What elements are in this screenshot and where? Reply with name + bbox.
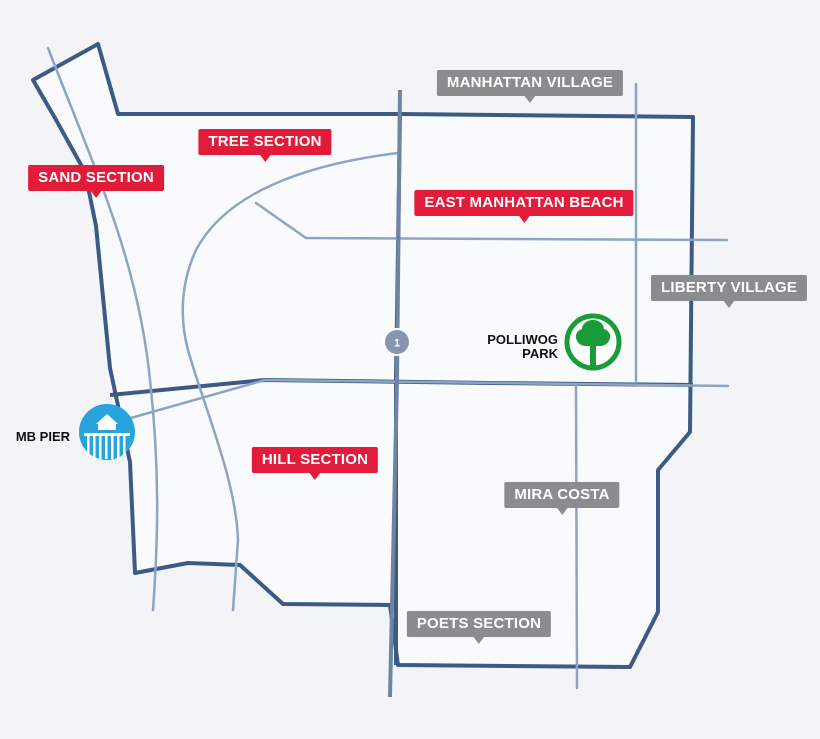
street-pier <box>104 378 730 427</box>
tree-icon <box>564 313 622 371</box>
highway-1 <box>388 89 402 698</box>
park-label: POLLIWOG PARK <box>470 333 558 361</box>
tag-tree-section: TREE SECTION <box>198 129 332 162</box>
street-tree-diagonal <box>254 201 729 242</box>
tag-poets-section: POETS SECTION <box>406 611 552 644</box>
street-valley <box>181 151 400 612</box>
tag-label: TREE SECTION <box>208 133 322 150</box>
tag-label: POETS SECTION <box>416 615 542 632</box>
tag-label: SAND SECTION <box>38 169 154 186</box>
tag-liberty-village: LIBERTY VILLAGE <box>650 275 808 308</box>
park-label-line2: PARK <box>522 346 558 361</box>
tag-label: EAST MANHATTAN BEACH <box>424 194 624 211</box>
tag-sand-section: SAND SECTION <box>28 165 164 198</box>
tag-label: MIRA COSTA <box>514 486 610 503</box>
pier-icon <box>79 404 135 460</box>
tag-mira-costa: MIRA COSTA <box>504 482 620 515</box>
tag-label: MANHATTAN VILLAGE <box>446 74 614 91</box>
tag-manhattan-village: MANHATTAN VILLAGE <box>436 70 624 103</box>
tag-east-manhattan-beach: EAST MANHATTAN BEACH <box>414 190 634 223</box>
tag-label: HILL SECTION <box>261 451 369 468</box>
street-coast <box>46 46 159 612</box>
tag-hill-section: HILL SECTION <box>251 447 379 480</box>
pier-label-text: MB PIER <box>15 429 70 444</box>
pier-label: MB PIER <box>0 430 70 444</box>
park-label-line1: POLLIWOG <box>487 332 558 347</box>
route-1-marker: 1 <box>383 328 411 356</box>
street-mira-costa <box>574 384 579 690</box>
tag-label: LIBERTY VILLAGE <box>660 279 798 296</box>
route-number: 1 <box>394 338 400 350</box>
